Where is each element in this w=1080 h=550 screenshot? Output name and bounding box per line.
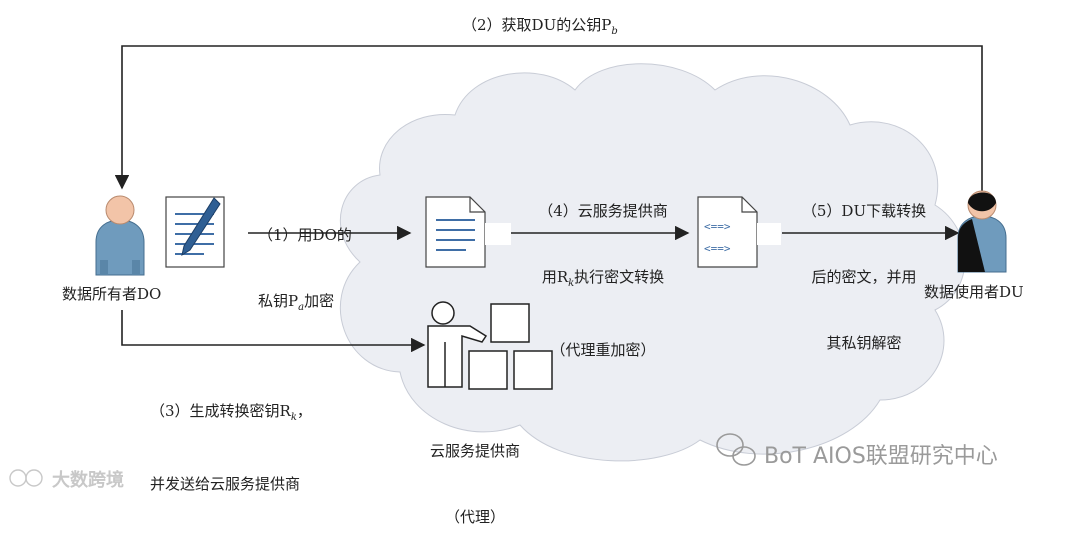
step2-arrow xyxy=(114,45,983,192)
step4-label: （4）云服务提供商 用Rk执行密文转换 （代理重加密） xyxy=(518,156,688,383)
proxy-reencryption-diagram: <==> <==> （2）获取DU的公钥Pb （1）用DO的 私钥Pa加密 （4… xyxy=(9,16,1024,526)
svg-text:<==>: <==> xyxy=(704,242,731,255)
brand-watermark-icon xyxy=(9,469,43,487)
step5-line3: 其私钥解密 xyxy=(826,334,902,352)
data-owner-label: 数据所有者DO xyxy=(62,285,162,303)
step2-label: （2）获取DU的公钥Pb xyxy=(462,16,618,37)
step5-line2: 后的密文，并用 xyxy=(811,268,917,286)
pen-document-icon xyxy=(165,196,225,268)
proxy-presenter-icon xyxy=(427,301,553,390)
watermark-right: BoT AIOS联盟研究中心 xyxy=(764,444,998,469)
cloud-provider-label: 云服务提供商 （代理） xyxy=(420,396,530,550)
step3-line1: （3）生成转换密钥Rk， xyxy=(150,402,312,423)
step1-line1: （1）用DO的 xyxy=(258,226,352,244)
step4-line1: （4）云服务提供商 xyxy=(538,202,668,220)
step4-line2: 用Rk执行密文转换 xyxy=(541,268,665,289)
data-user-label: 数据使用者DU xyxy=(924,283,1024,301)
step1-label: （1）用DO的 私钥Pa加密 xyxy=(258,180,352,341)
diagram-canvas: <==> <==> xyxy=(9,45,1007,487)
person-du-icon xyxy=(957,190,1007,273)
svg-text:<==>: <==> xyxy=(704,220,731,233)
watermark-left: 大数跨境 xyxy=(52,470,124,491)
cloud-provider-line2: （代理） xyxy=(444,508,505,526)
wechat-watermark-icon xyxy=(716,433,756,466)
step3-line2: 并发送给云服务提供商 xyxy=(150,475,301,493)
encrypted-document-icon: <==> <==> xyxy=(697,196,781,268)
step5-line1: （5）DU下载转换 xyxy=(801,202,927,220)
step5-label: （5）DU下载转换 后的密文，并用 其私钥解密 xyxy=(786,156,942,376)
step4-line3: （代理重加密） xyxy=(550,341,656,359)
plain-document-icon xyxy=(425,196,511,268)
step3-label: （3）生成转换密钥Rk， 并发送给云服务提供商 xyxy=(150,356,312,517)
step1-line2: 私钥Pa加密 xyxy=(258,292,335,313)
person-do-icon xyxy=(95,195,145,276)
step3-arrow xyxy=(121,310,426,353)
cloud-provider-line1: 云服务提供商 xyxy=(429,442,520,460)
